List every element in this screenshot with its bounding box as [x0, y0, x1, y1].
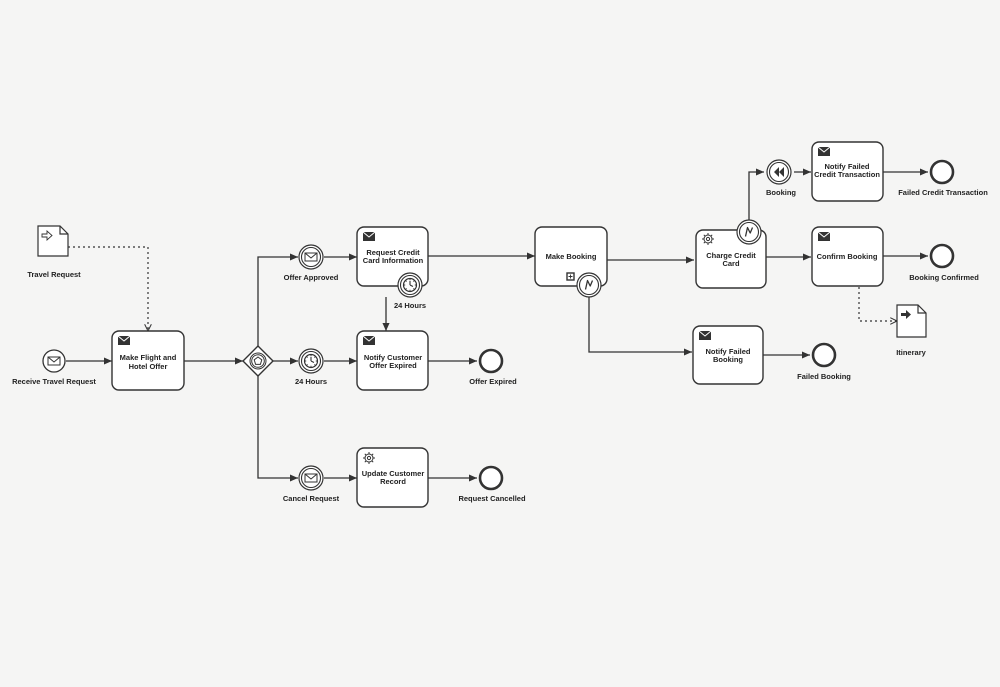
event-label: Failed Credit Transaction [898, 188, 988, 197]
message-envelope-icon [47, 356, 61, 366]
send-message-icon [117, 335, 131, 346]
flow-charge-error-to-compensation [748, 168, 764, 220]
event-label: Offer Expired [469, 377, 517, 386]
send-message-icon [362, 231, 376, 242]
task-make-flight-hotel-offer[interactable]: Make Flight and Hotel Offer [111, 330, 185, 391]
boundary-event-timer-24-hours[interactable]: 24 Hours [394, 272, 426, 310]
event-label: 24 Hours [295, 377, 327, 386]
event-label: Cancel Request [283, 494, 340, 503]
end-event-offer-expired[interactable]: Offer Expired [469, 348, 517, 386]
flow-gateway-to-offer-approved [257, 253, 298, 346]
task-label-line1: Notify Customer [364, 353, 422, 362]
timer-clock-icon [303, 353, 319, 369]
task-update-customer-record[interactable]: Update Customer Record [356, 447, 429, 508]
task-label-line1: Notify Failed [705, 347, 750, 356]
intermediate-event-offer-approved[interactable]: Offer Approved [284, 244, 339, 282]
event-label: Receive Travel Request [12, 377, 96, 386]
send-message-icon [362, 335, 376, 346]
task-label-line1: Make Flight and [120, 353, 177, 362]
task-request-credit-card[interactable]: Request Credit Card Information [356, 226, 429, 287]
data-object-travel-request[interactable]: Travel Request [27, 225, 81, 279]
send-message-icon [817, 146, 831, 157]
flow-gateway-to-cancel [257, 376, 298, 482]
sequence-flows [66, 168, 928, 482]
send-message-icon [817, 231, 831, 242]
data-object-label: Travel Request [27, 270, 81, 279]
association-itinerary [858, 287, 897, 321]
start-event-receive-travel-request[interactable]: Receive Travel Request [12, 349, 96, 386]
task-label-line2: Booking [713, 355, 743, 364]
task-label: Make Booking [546, 252, 597, 261]
data-associations [68, 246, 897, 331]
task-label-line2: Credit Transaction [814, 170, 880, 179]
task-label-line1: Charge Credit [706, 251, 756, 260]
end-event-booking-confirmed[interactable]: Booking Confirmed [909, 243, 979, 282]
task-notify-failed-credit-transaction[interactable]: Notify Failed Credit Transaction [811, 141, 884, 202]
intermediate-event-cancel-request[interactable]: Cancel Request [283, 465, 340, 503]
task-label-line2: Card [722, 259, 740, 268]
task-label-line2: Offer Expired [369, 361, 417, 370]
task-label-line2: Hotel Offer [129, 362, 168, 371]
task-notify-failed-booking[interactable]: Notify Failed Booking [692, 325, 764, 385]
flow-booking-error-to-notify [588, 297, 692, 356]
event-label: Booking Confirmed [909, 273, 979, 282]
pentagon-icon [253, 356, 263, 365]
event-label: Failed Booking [797, 372, 851, 381]
data-object-label: Itinerary [896, 348, 926, 357]
boundary-event-charge-error[interactable] [736, 219, 762, 245]
event-label: Offer Approved [284, 273, 339, 282]
event-based-gateway[interactable] [242, 345, 274, 377]
send-message-icon [698, 330, 712, 341]
timer-clock-icon [402, 277, 418, 293]
event-label: 24 Hours [394, 301, 426, 310]
message-envelope-icon [304, 473, 318, 483]
task-label-line2: Card Information [363, 256, 424, 265]
task-label-line2: Record [380, 477, 406, 486]
output-arrow-icon [901, 310, 911, 319]
event-label: Booking [766, 188, 796, 197]
task-label-line1: Update Customer [362, 469, 425, 478]
compensation-rewind-icon [774, 167, 784, 177]
boundary-event-booking-error[interactable] [576, 272, 602, 298]
intermediate-event-timer-24-hours[interactable]: 24 Hours [295, 348, 327, 386]
task-label: Confirm Booking [817, 252, 878, 261]
end-event-request-cancelled[interactable]: Request Cancelled [458, 465, 526, 503]
event-label: Request Cancelled [458, 494, 526, 503]
data-object-itinerary[interactable]: Itinerary [896, 304, 927, 357]
input-arrow-icon [41, 229, 53, 242]
end-event-failed-booking[interactable]: Failed Booking [797, 342, 851, 381]
intermediate-event-booking-compensation[interactable]: Booking [766, 159, 796, 197]
association-travel-request [68, 246, 148, 331]
task-confirm-booking[interactable]: Confirm Booking [811, 226, 884, 287]
task-make-booking[interactable]: Make Booking [534, 226, 608, 287]
task-notify-customer-offer-expired[interactable]: Notify Customer Offer Expired [356, 330, 429, 391]
task-label-line1: Request Credit [366, 248, 420, 257]
task-label-line1: Notify Failed [824, 162, 869, 171]
message-envelope-icon [304, 252, 318, 262]
end-event-failed-credit-transaction[interactable]: Failed Credit Transaction [898, 159, 988, 197]
